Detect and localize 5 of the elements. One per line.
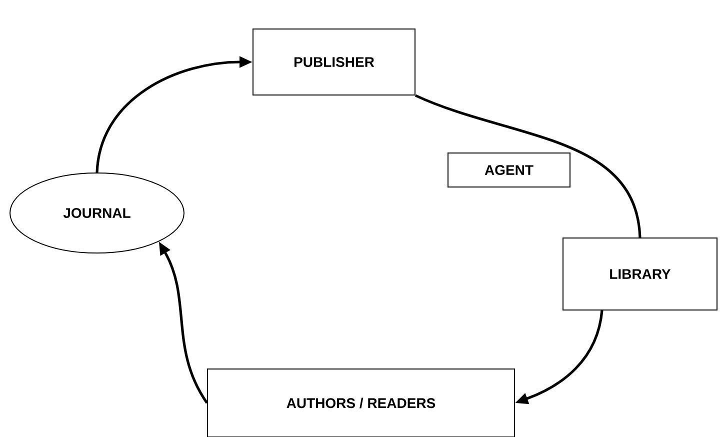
ellipse-node: JOURNAL (10, 172, 184, 254)
process-box: LIBRARY (562, 238, 718, 310)
process-box: PUBLISHER (252, 28, 416, 96)
process-box: AUTHORS / READERS (207, 368, 515, 437)
label-box: AGENT (448, 152, 570, 188)
